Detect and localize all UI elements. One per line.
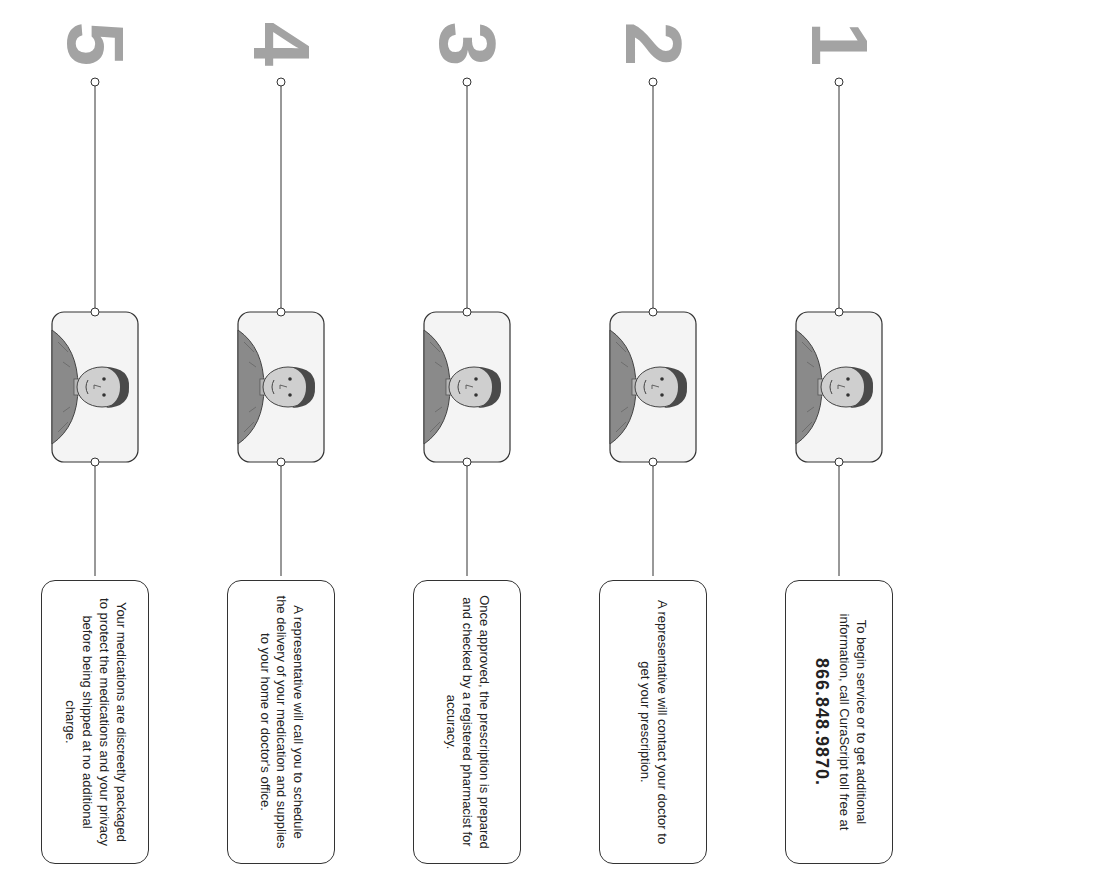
joint-dot bbox=[649, 458, 657, 466]
leader-line bbox=[653, 466, 654, 576]
step-box: A representative will contact your docto… bbox=[599, 580, 707, 864]
step-number: 5 bbox=[50, 8, 140, 80]
step-text: Your medications are discreetly packaged… bbox=[61, 595, 129, 849]
leader-line bbox=[281, 86, 282, 308]
step-number: 4 bbox=[236, 8, 326, 80]
joint-dot bbox=[277, 78, 285, 86]
joint-dot bbox=[835, 78, 843, 86]
portrait-photo bbox=[796, 330, 873, 444]
leader-line bbox=[95, 466, 96, 576]
joint-dot bbox=[277, 458, 285, 466]
step-box: Once approved, the prescription is prepa… bbox=[413, 580, 521, 864]
joint-dot bbox=[649, 78, 657, 86]
portrait-photo bbox=[52, 330, 129, 444]
portrait-photo bbox=[424, 330, 501, 444]
step-row bbox=[52, 78, 138, 576]
step-box: To begin service or to get additional in… bbox=[785, 580, 893, 864]
step-row bbox=[796, 78, 882, 576]
step-text: A representative will contact your docto… bbox=[636, 595, 670, 849]
step-row bbox=[238, 78, 324, 576]
joint-dot bbox=[463, 78, 471, 86]
photo-frame bbox=[52, 312, 138, 462]
leader-line bbox=[467, 86, 468, 308]
joint-dot bbox=[649, 308, 657, 316]
joint-dot bbox=[91, 78, 99, 86]
step-box: A representative will call you to schedu… bbox=[227, 580, 335, 864]
leader-line bbox=[95, 86, 96, 308]
step-text: A representative will call you to schedu… bbox=[256, 595, 307, 849]
photo-frame bbox=[238, 312, 324, 462]
photo-frame bbox=[796, 312, 882, 462]
leader-line bbox=[653, 86, 654, 308]
joint-dot bbox=[91, 308, 99, 316]
step-text: To begin service or to get additional in… bbox=[835, 595, 869, 849]
joint-dot bbox=[463, 458, 471, 466]
step-text: Once approved, the prescription is prepa… bbox=[442, 595, 493, 849]
portrait-photo bbox=[610, 330, 687, 444]
leader-line bbox=[839, 86, 840, 308]
photo-frame bbox=[610, 312, 696, 462]
joint-dot bbox=[835, 308, 843, 316]
step-row bbox=[424, 78, 510, 576]
leader-line bbox=[281, 466, 282, 576]
portrait-photo bbox=[238, 330, 315, 444]
joint-dot bbox=[835, 458, 843, 466]
joint-dot bbox=[277, 308, 285, 316]
step-box: Your medications are discreetly packaged… bbox=[41, 580, 149, 864]
leader-line bbox=[839, 466, 840, 576]
leader-line bbox=[467, 466, 468, 576]
step-number: 2 bbox=[608, 8, 698, 80]
joint-dot bbox=[463, 308, 471, 316]
step-row bbox=[610, 78, 696, 576]
step-number: 1 bbox=[794, 8, 884, 80]
phone-number: 866.848.9870. bbox=[809, 658, 832, 786]
step-number: 3 bbox=[422, 8, 512, 80]
joint-dot bbox=[91, 458, 99, 466]
photo-frame bbox=[424, 312, 510, 462]
